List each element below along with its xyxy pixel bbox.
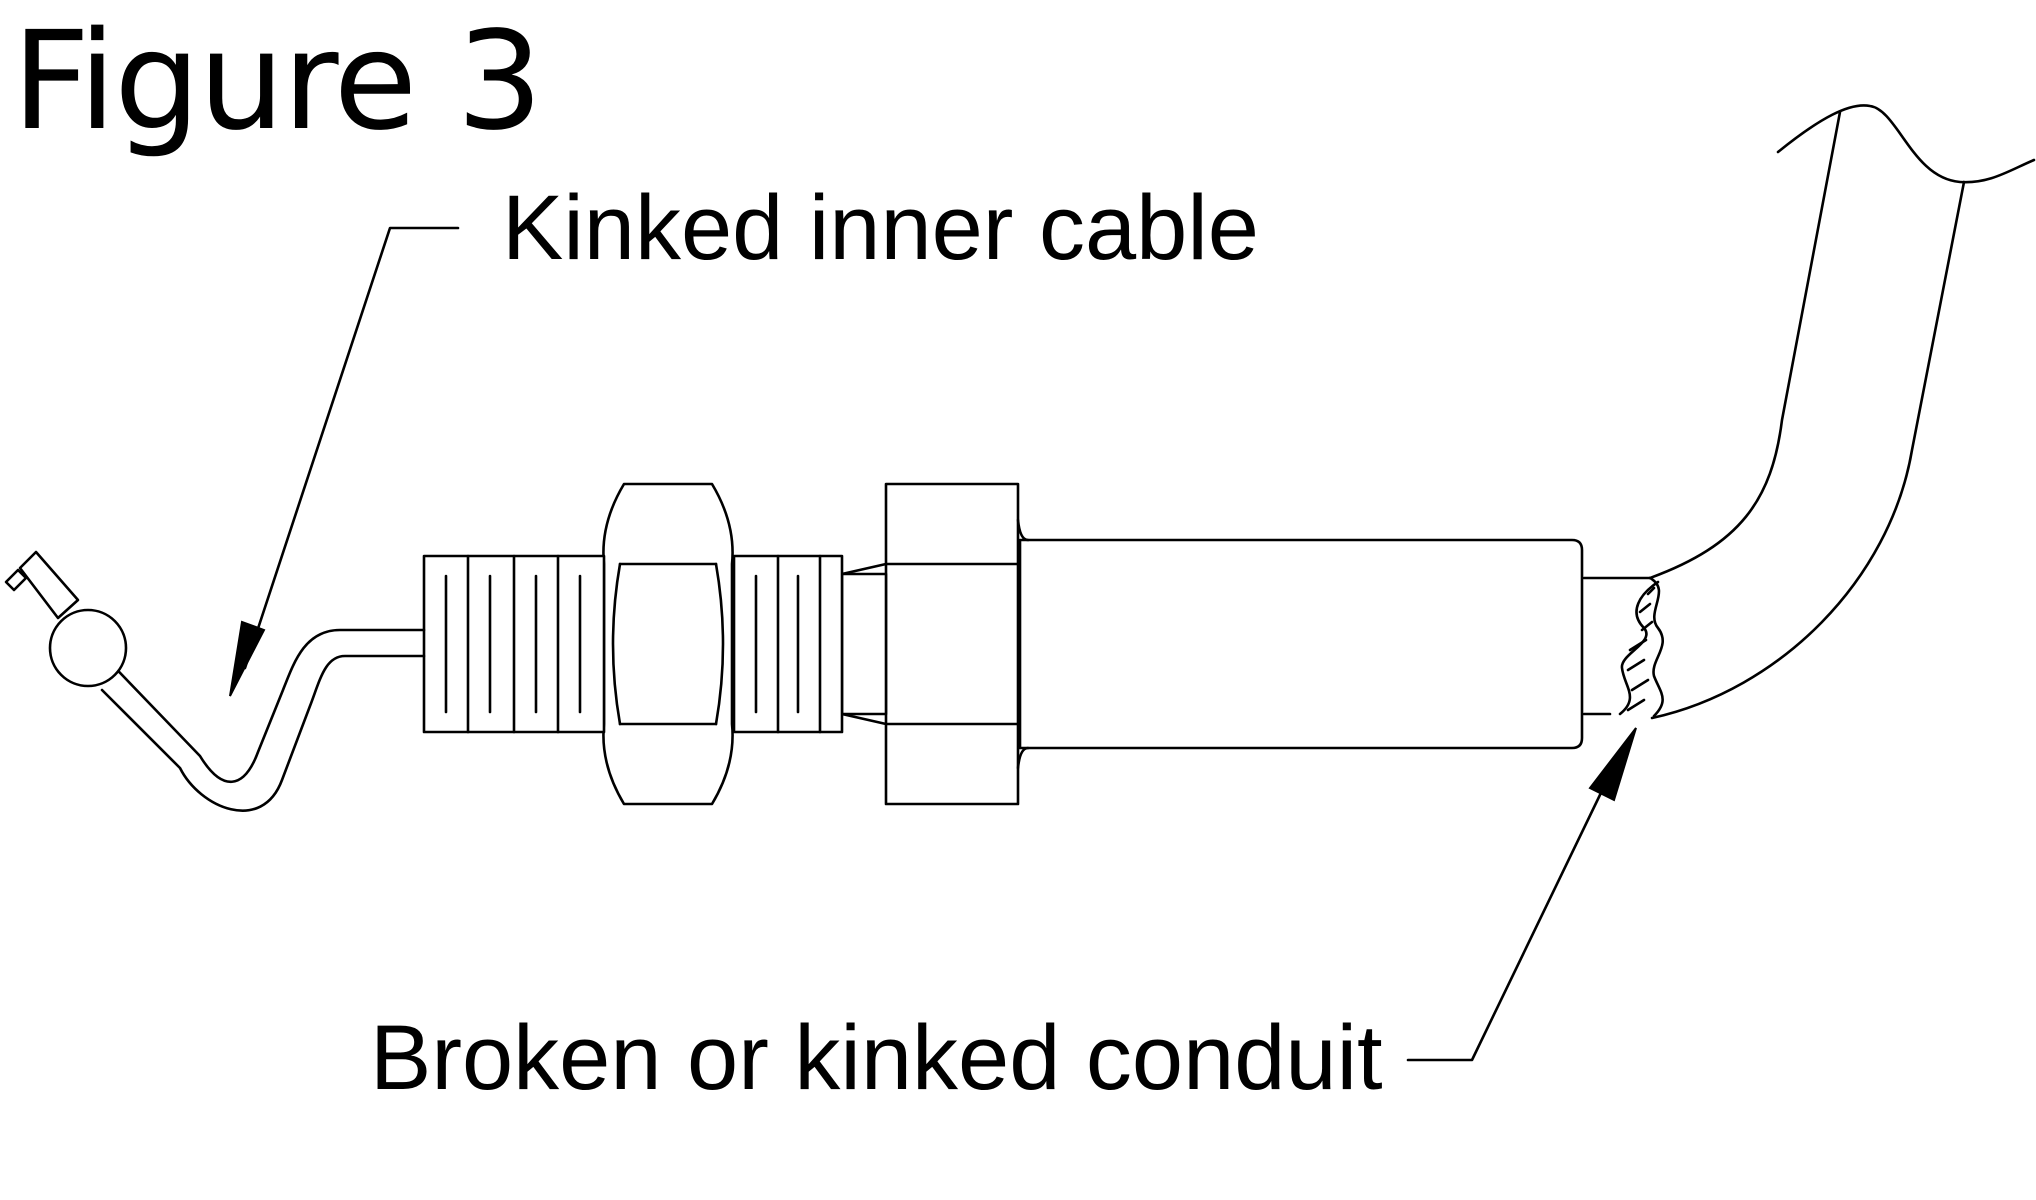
thread-section-left	[422, 554, 606, 734]
fitting-body	[1018, 538, 1584, 750]
broken-conduit-label: Broken or kinked conduit	[370, 1007, 1383, 1109]
broken-conduit-leader	[1406, 727, 1637, 1062]
kinked-inner-cable	[98, 628, 426, 812]
conduit-sleeve	[1648, 104, 2036, 720]
figure-title: Figure 3	[12, 3, 543, 161]
large-hex-nut	[884, 482, 1030, 806]
fitting-neck	[840, 562, 888, 726]
kinked-cable-leader	[229, 226, 460, 697]
kinked-inner-cable-label: Kinked inner cable	[502, 177, 1259, 279]
cable-end-ball	[4, 550, 128, 688]
thread-section-right	[732, 554, 844, 734]
broken-conduit-end	[1582, 576, 1664, 718]
small-hex-nut	[602, 482, 734, 806]
